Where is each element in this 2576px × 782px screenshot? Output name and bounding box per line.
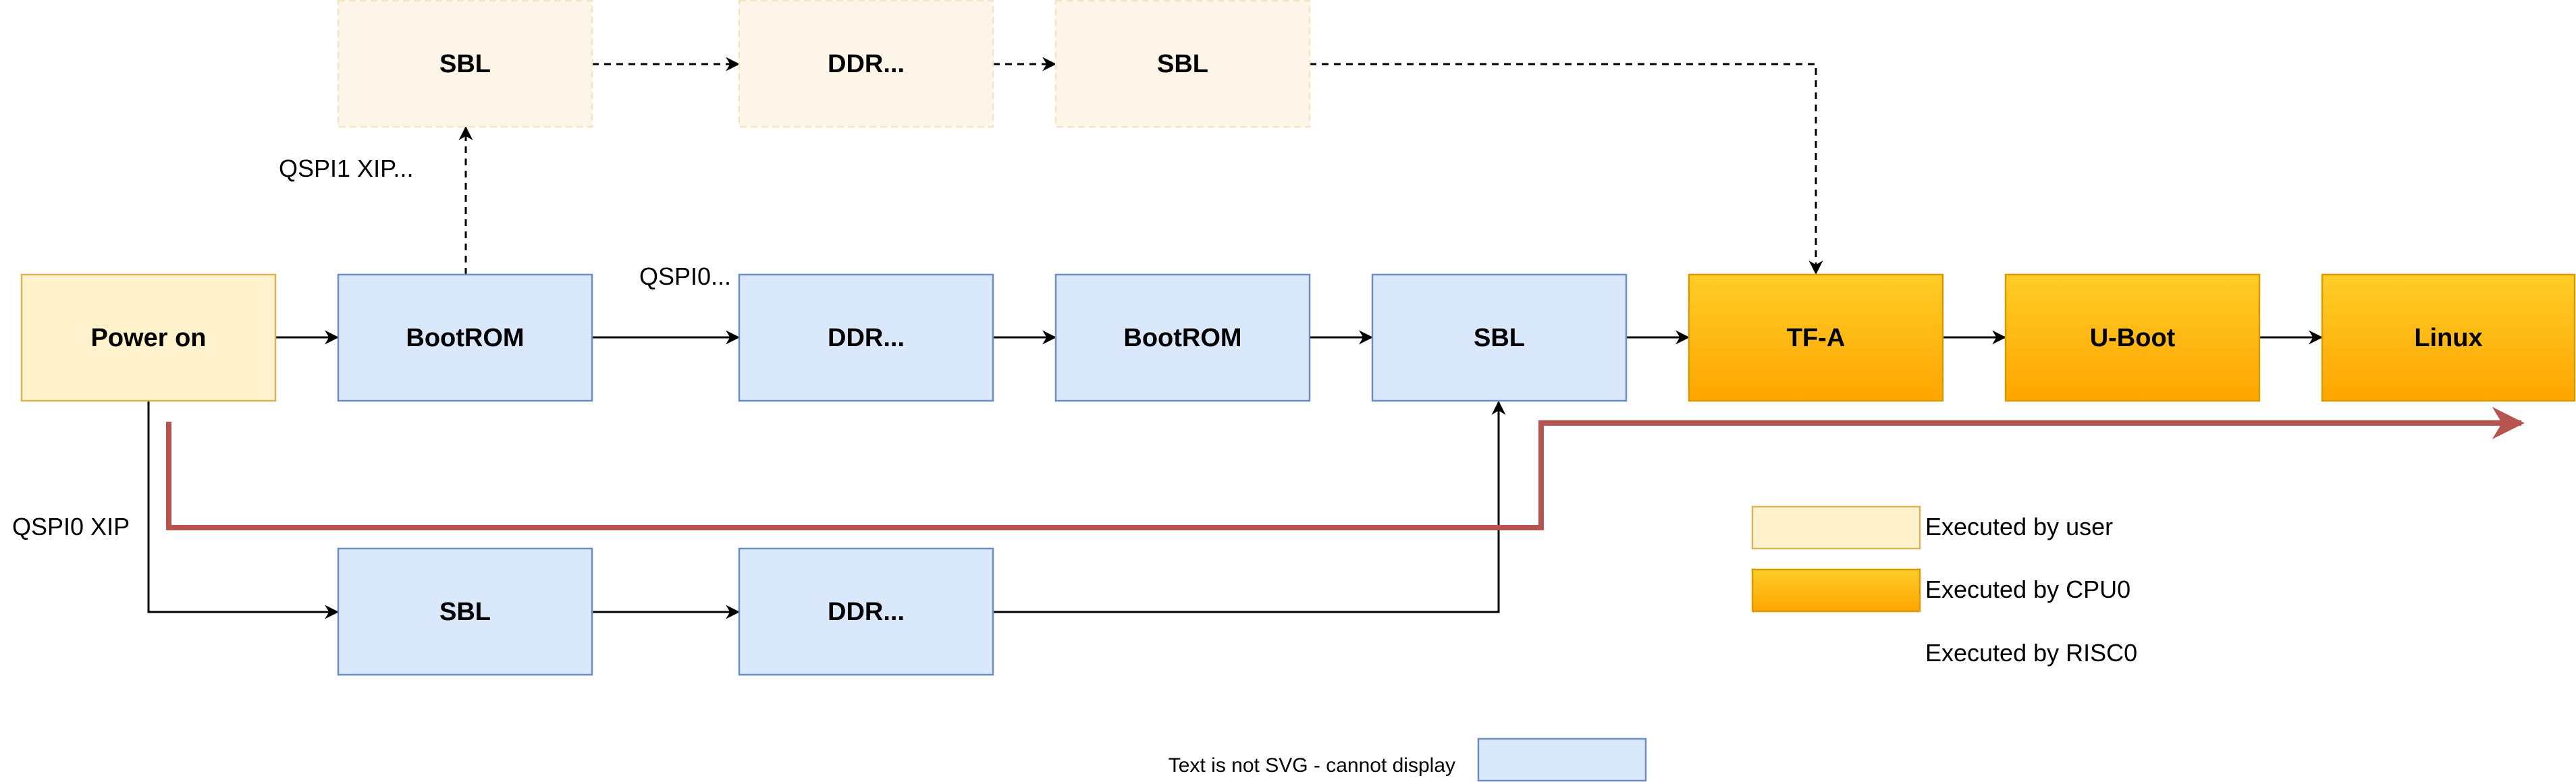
node-label: BootROM	[406, 324, 524, 352]
legend-label-cpu0: Executed by CPU0	[1925, 576, 2130, 603]
edges	[147, 57, 2525, 619]
node-label: DDR...	[828, 598, 905, 626]
node-label: Power on	[90, 324, 206, 352]
node-ddr-bottom: DDR...	[738, 547, 994, 676]
legend-swatch-user	[1751, 505, 1921, 550]
node-sbl-main: SBL	[1371, 273, 1628, 402]
legend: Executed by user Executed by CPU0 Execut…	[1751, 505, 2137, 667]
node-sbl-top-1: SBL	[337, 0, 593, 128]
node-sbl-top-2: SBL	[1054, 0, 1311, 128]
edge-power-to-sbl-bottom	[147, 401, 340, 619]
highlight-boot-path	[166, 407, 2525, 530]
node-bootrom-1: BootROM	[337, 273, 593, 402]
edge-sbl-top2-to-tfa	[1310, 63, 1823, 275]
node-bootrom-2: BootROM	[1054, 273, 1311, 402]
node-label: SBL	[439, 50, 491, 78]
legend-label-user: Executed by user	[1925, 513, 2113, 540]
node-label: DDR...	[828, 324, 905, 352]
node-label: SBL	[439, 598, 491, 626]
node-label: SBL	[1474, 324, 1525, 352]
node-linux: Linux	[2321, 273, 2576, 402]
edge-ddr-bottom-to-sbl-main	[993, 400, 1506, 613]
node-label: Linux	[2414, 324, 2482, 352]
edge-label-qspi0-short: QSPI0...	[639, 262, 731, 290]
node-label: TF-A	[1787, 324, 1846, 352]
node-label: SBL	[1157, 50, 1208, 78]
footer-swatch-risc	[1477, 737, 1647, 782]
footer-note: Text is not SVG - cannot display	[1169, 754, 1455, 777]
node-label: BootROM	[1123, 324, 1241, 352]
edge-label-qspi1-xip: QSPI1 XIP...	[279, 155, 413, 182]
edge-label-qspi0-xip: QSPI0 XIP	[12, 513, 130, 540]
node-power-on: Power on	[20, 273, 277, 402]
node-tfa: TF-A	[1688, 273, 1944, 402]
legend-swatch-cpu0	[1751, 568, 1921, 613]
node-sbl-bottom: SBL	[337, 547, 593, 676]
node-label: DDR...	[828, 50, 905, 78]
node-label: U-Boot	[2090, 324, 2176, 352]
node-ddr-top: DDR...	[738, 0, 994, 128]
node-ddr-main: DDR...	[738, 273, 994, 402]
node-uboot: U-Boot	[2004, 273, 2261, 402]
legend-label-risc0: Executed by RISC0	[1925, 639, 2137, 667]
